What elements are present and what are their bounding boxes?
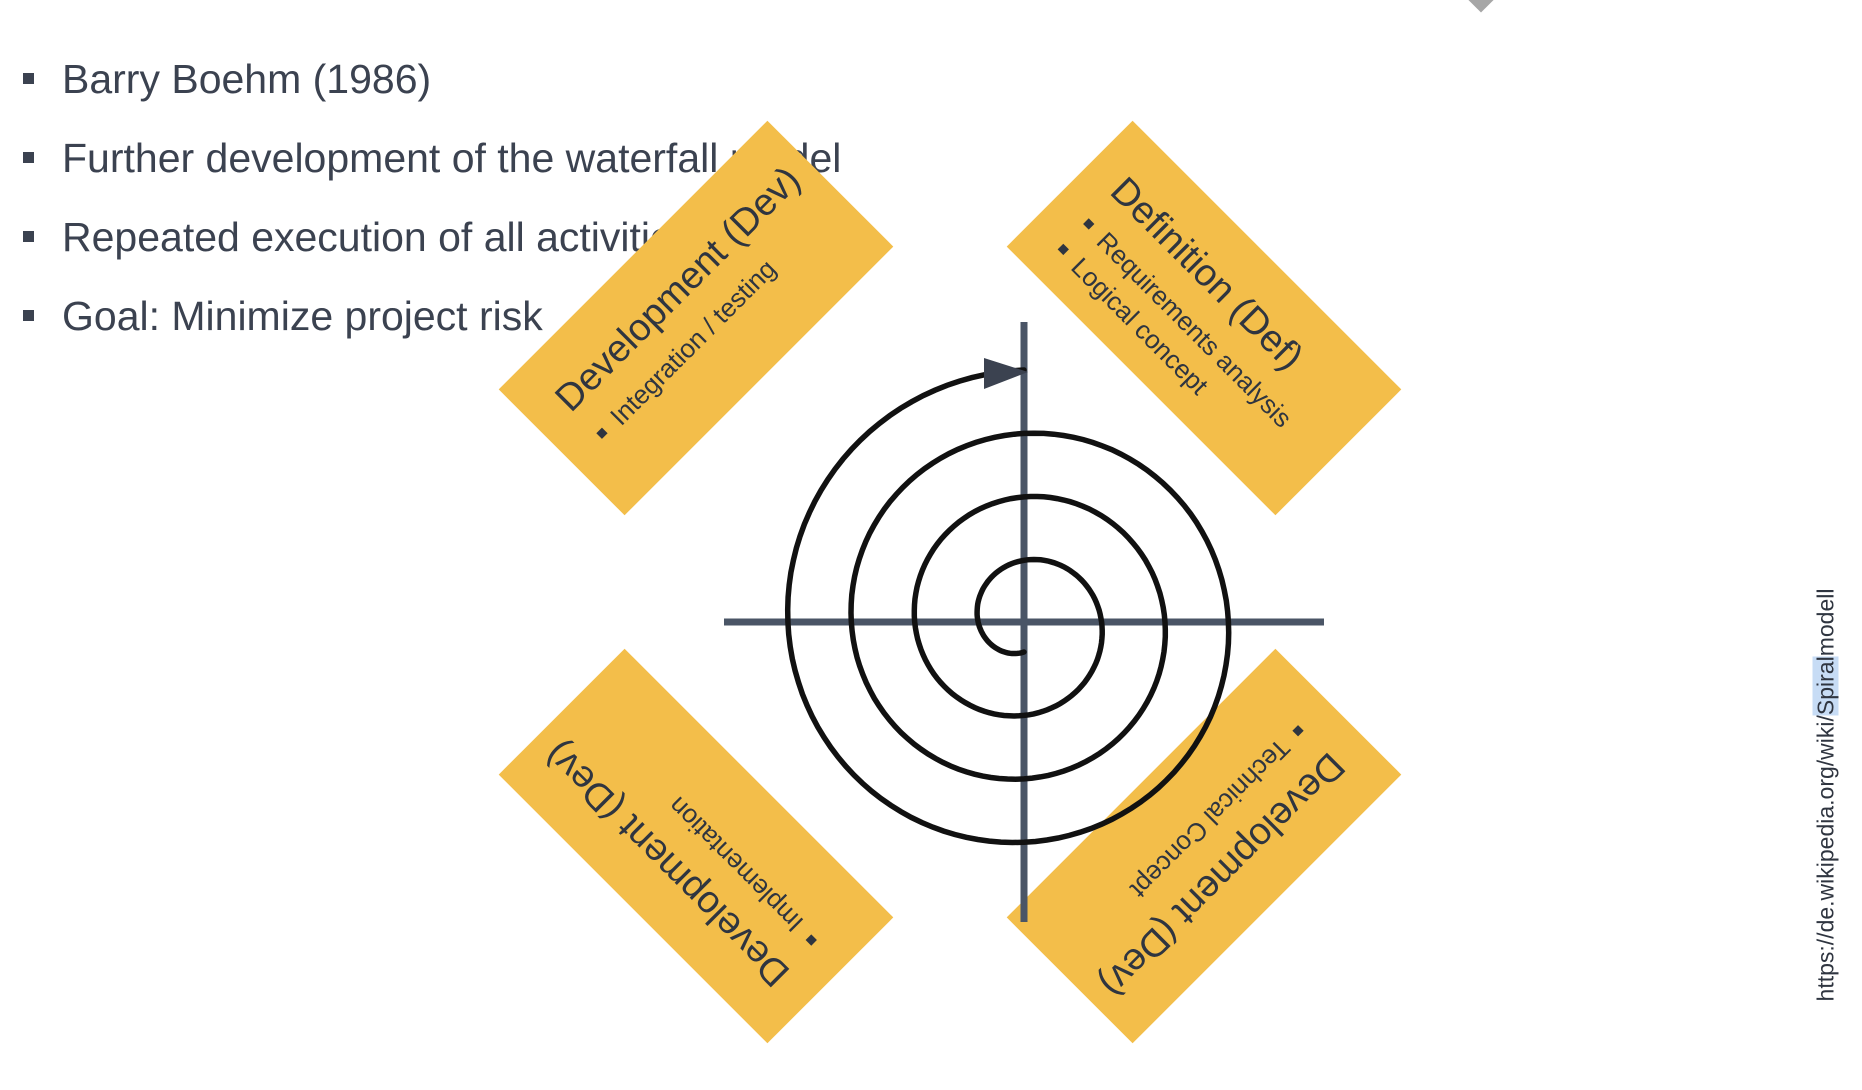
bullet-list: Barry Boehm (1986) Further development o… [20, 52, 841, 368]
spiral-curve [784, 367, 1232, 846]
source-link[interactable]: https://de.wikipedia.org/wiki/Spiralmode… [1812, 588, 1840, 1002]
bullet-item: Repeated execution of all activities [20, 210, 841, 289]
source-link-prefix: https://de.wikipedia.org/wiki/ [1812, 715, 1839, 1002]
source-link-highlight: Spiral [1812, 656, 1839, 716]
arrowhead-icon [984, 358, 1028, 389]
bullet-item: Barry Boehm (1986) [20, 52, 841, 131]
bullet-item: Further development of the waterfall mod… [20, 131, 841, 210]
source-link-suffix: modell [1812, 588, 1839, 657]
bullet-item: Goal: Minimize project risk [20, 289, 841, 368]
